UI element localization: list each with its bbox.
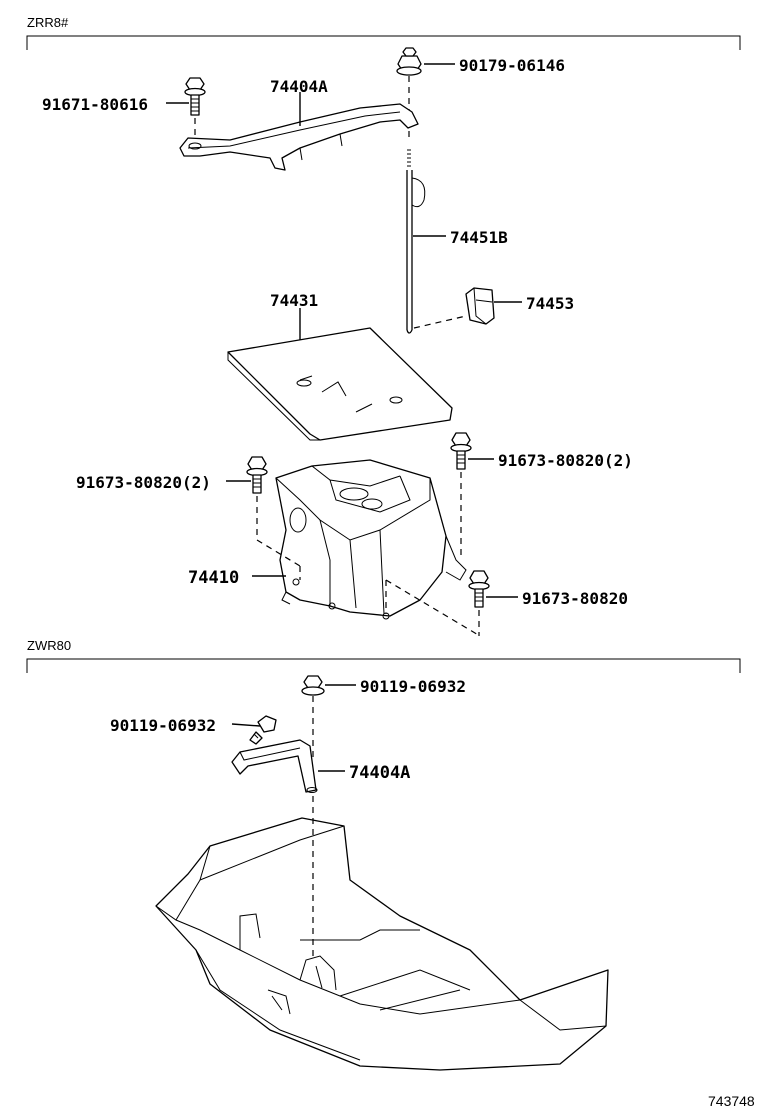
bolt-icon (249, 715, 277, 745)
flange-bolt-icon (246, 456, 268, 494)
callout-74404A-top: 74404A (270, 77, 328, 96)
callout-91673-80820-2-right: 91673-80820(2) (498, 451, 633, 470)
leader-line (231, 723, 261, 727)
leader-dash (385, 579, 481, 637)
hold-down-clamp-icon (231, 739, 318, 793)
bolt-icon (396, 47, 422, 76)
callout-74453: 74453 (526, 294, 574, 313)
flange-bolt-icon (450, 432, 472, 470)
clip-icon (465, 287, 495, 325)
callout-90179-06146: 90179-06146 (459, 56, 565, 75)
section-label-zwr80: ZWR80 (27, 638, 71, 653)
callout-90119-06932-right: 90119-06932 (360, 677, 466, 696)
battery-insulator-icon (227, 327, 453, 441)
section-bracket-1 (26, 35, 741, 50)
leader-dash (413, 315, 467, 329)
hold-down-clamp-icon (179, 103, 419, 171)
callout-74404A-bottom: 74404A (349, 763, 410, 783)
bolt-icon (184, 77, 206, 116)
battery-rod-icon (406, 149, 426, 334)
section-label-zrr8: ZRR8# (27, 15, 69, 30)
battery-tray-icon (155, 817, 609, 1071)
diagram-id: 743748 (708, 1093, 755, 1109)
callout-74410: 74410 (188, 568, 239, 588)
section-bracket-2 (26, 658, 741, 673)
callout-74431: 74431 (270, 291, 318, 310)
battery-carrier-icon (275, 459, 467, 620)
callout-91671-80616: 91671-80616 (42, 95, 148, 114)
callout-91673-80820: 91673-80820 (522, 589, 628, 608)
callout-74451B: 74451B (450, 228, 508, 247)
bolt-icon (301, 675, 325, 696)
flange-bolt-icon (468, 570, 490, 608)
callout-90119-06932-left: 90119-06932 (110, 716, 216, 735)
callout-91673-80820-2-left: 91673-80820(2) (76, 473, 211, 492)
leader-dash (256, 539, 301, 567)
